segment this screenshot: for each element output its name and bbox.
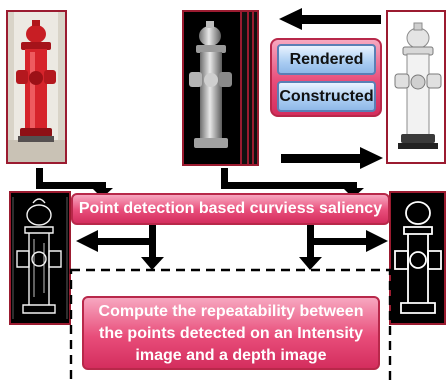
edge-depth-hydrant-icon bbox=[394, 201, 442, 314]
fire-hydrant-icon bbox=[8, 12, 65, 162]
repeatability-line-1: Compute the repeatability between bbox=[98, 303, 364, 320]
connector-sal-left-across bbox=[95, 238, 156, 245]
rendered-button: Rendered bbox=[277, 44, 376, 75]
connector-left-across bbox=[36, 182, 106, 189]
connector-sal-right-down bbox=[307, 225, 314, 245]
connector-sal-left-down bbox=[149, 225, 156, 245]
white-hydrant-icon bbox=[394, 22, 442, 149]
saliency-label: Point detection based curviess saliency bbox=[78, 200, 383, 217]
repeatability-line-2: the points detected on an Intensity bbox=[98, 325, 364, 342]
arrow-to-model-head bbox=[360, 147, 383, 169]
arrow-to-edge-left bbox=[76, 230, 98, 252]
arrow-to-model-shaft bbox=[281, 154, 362, 163]
arrow-to-depth-shaft bbox=[300, 15, 381, 24]
connector-mid-down bbox=[221, 168, 228, 186]
connector-sal-right-across bbox=[307, 238, 370, 245]
arrow-to-repeatability-right bbox=[299, 257, 322, 270]
constructed-label: Constructed bbox=[279, 88, 374, 105]
edge-map-intensity bbox=[9, 191, 71, 325]
saliency-box: Point detection based curviess saliency bbox=[71, 193, 390, 225]
arrow-to-depth-head bbox=[279, 8, 302, 30]
connector-sal-right-drop bbox=[307, 245, 314, 259]
red-hydrant-photo bbox=[6, 10, 67, 164]
repeatability-line-3: image and a depth image bbox=[135, 347, 327, 364]
connector-left-drop bbox=[99, 182, 106, 191]
grey-hydrant-icon bbox=[189, 21, 232, 148]
arrow-to-repeatability-left bbox=[141, 257, 164, 270]
constructed-button: Constructed bbox=[277, 81, 376, 112]
edge-hydrant-icon bbox=[12, 197, 68, 319]
connector-mid-drop bbox=[350, 182, 357, 191]
dashed-region bbox=[69, 268, 392, 383]
rendered-label: Rendered bbox=[289, 51, 364, 68]
connector-left-down bbox=[36, 168, 43, 186]
arrow-to-edge-right bbox=[366, 230, 388, 252]
connector-sal-left-drop bbox=[149, 245, 156, 259]
repeatability-box: Compute the repeatability between the po… bbox=[82, 296, 380, 370]
edge-map-depth bbox=[389, 191, 446, 325]
white-hydrant-model bbox=[386, 10, 446, 164]
depth-render-front bbox=[182, 10, 242, 166]
connector-mid-across bbox=[221, 182, 357, 189]
